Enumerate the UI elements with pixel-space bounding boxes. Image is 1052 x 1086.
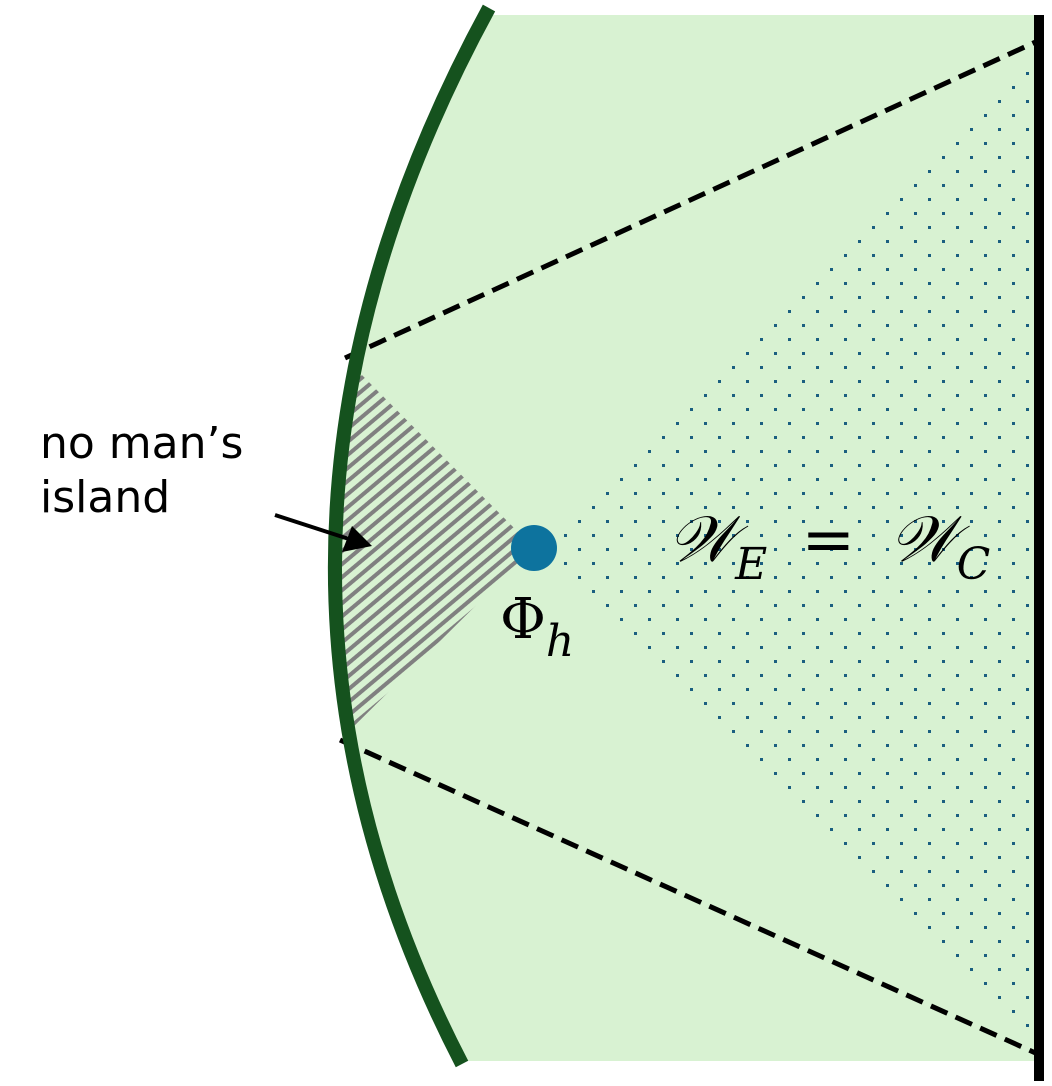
rhs-subscript: C: [956, 539, 991, 590]
dashed-line-upper: [343, 37, 1042, 361]
phi-h-point: [511, 525, 557, 571]
lhs-subscript: E: [735, 539, 768, 590]
rhs-symbol: 𝒲: [889, 503, 957, 577]
annotation-line1: no man’s: [40, 418, 244, 469]
point-label-symbol: Φ: [500, 587, 546, 652]
arc-boundary: [327, 4, 496, 1068]
dotted-wedge-region: [534, 40, 1040, 1055]
lhs-symbol: 𝒲: [668, 503, 736, 577]
point-label-subscript: h: [545, 616, 575, 667]
no-mans-island-region: [330, 358, 534, 740]
dashed-line-lower: [338, 737, 1042, 1058]
point-label: Φh: [500, 587, 574, 668]
equals-sign: =: [801, 503, 856, 577]
arrow-head-icon: [342, 526, 372, 552]
annotation-line2: island: [40, 472, 171, 523]
annotation-label: no man’s island: [40, 417, 243, 525]
annotation-arrow-shaft: [274, 513, 353, 542]
right-boundary: [1034, 15, 1044, 1081]
region-label: 𝒲E = 𝒲C: [668, 503, 990, 590]
